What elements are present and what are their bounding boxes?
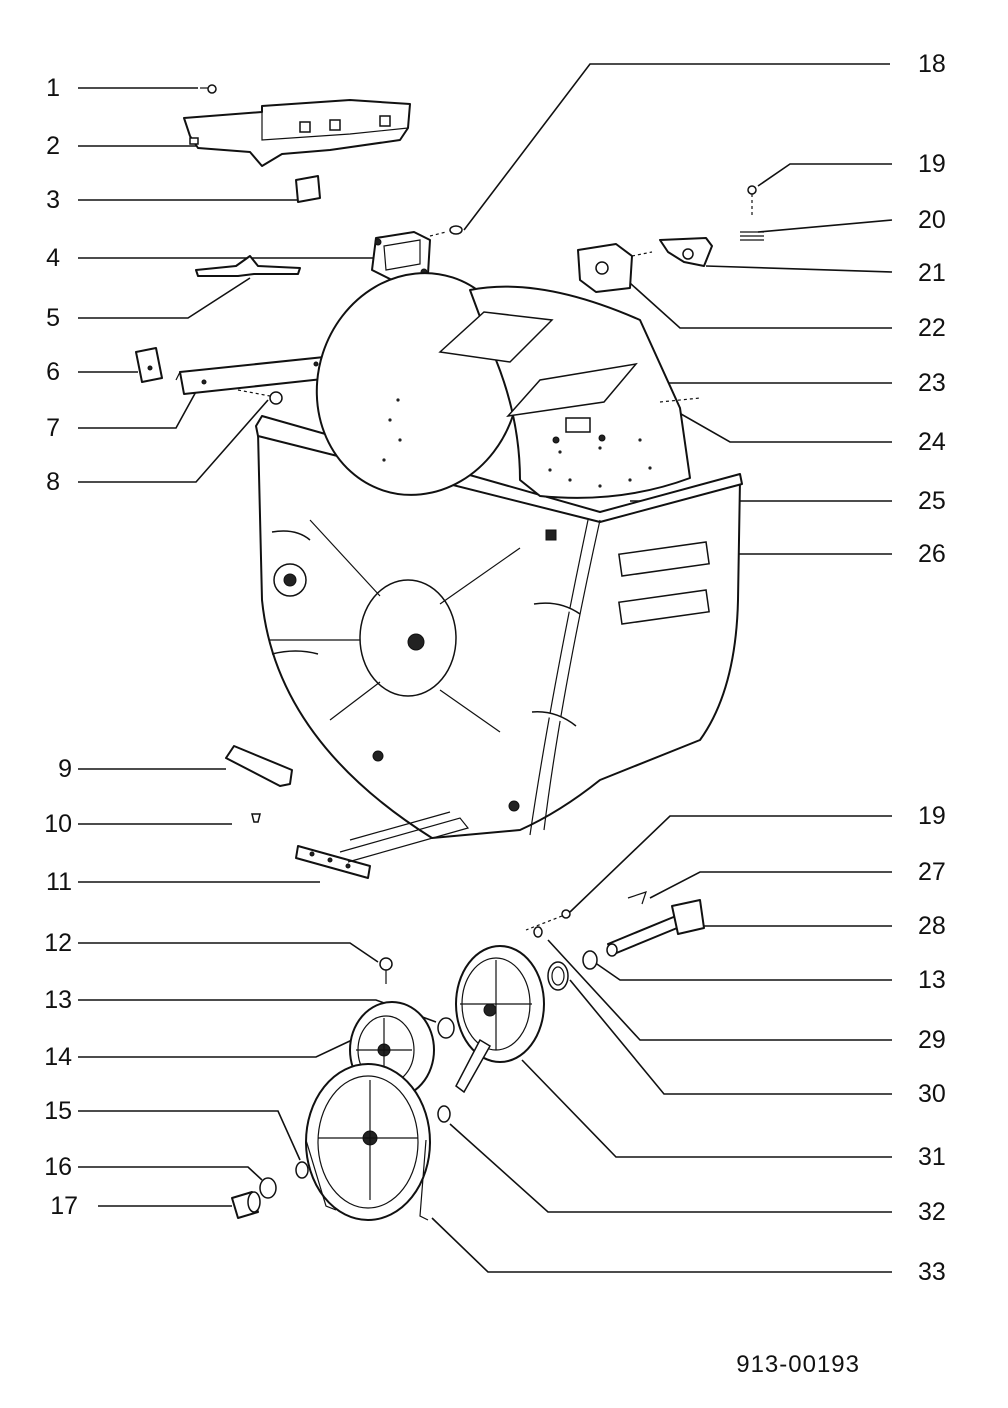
callout-13-left: 13 — [44, 986, 72, 1014]
part-18-nut — [449, 225, 463, 235]
part-12-screw — [379, 957, 393, 984]
callout-31: 31 — [918, 1143, 946, 1171]
callout-25: 25 — [918, 487, 946, 515]
part-21-hinge-clip — [659, 237, 713, 267]
part-32-washer — [437, 1105, 451, 1123]
part-33-drive-belt-pulley — [305, 1063, 431, 1221]
part-19-screw-bottom — [525, 909, 571, 931]
callout-5: 5 — [46, 304, 60, 332]
callout-32: 32 — [918, 1198, 946, 1226]
callout-15: 15 — [44, 1097, 72, 1125]
part-28-axle-shaft — [606, 899, 705, 957]
part-13-washer-left — [437, 1017, 455, 1039]
callout-29: 29 — [918, 1026, 946, 1054]
part-9-bracket — [225, 745, 293, 787]
part-4-clamp-block — [371, 231, 447, 281]
callout-13-right: 13 — [918, 966, 946, 994]
part-25-inner-drum — [315, 272, 701, 499]
callout-26: 26 — [918, 540, 946, 568]
callout-14: 14 — [44, 1043, 72, 1071]
part-22-lock-plate — [577, 243, 653, 293]
callout-30: 30 — [918, 1080, 946, 1108]
part-7-rail — [175, 355, 335, 395]
callout-23: 23 — [918, 369, 946, 397]
callout-6: 6 — [46, 358, 60, 386]
part-30-seal — [547, 961, 569, 991]
part-15-washer — [295, 1161, 309, 1179]
drawing-reference-number: 913-00193 — [736, 1351, 860, 1378]
part-5-spring-clip — [195, 255, 301, 277]
part-26-outer-tub — [255, 415, 743, 839]
callout-21: 21 — [918, 259, 946, 287]
part-2-control-bracket — [183, 99, 411, 167]
callout-2: 2 — [46, 132, 60, 160]
callout-11: 11 — [46, 868, 72, 896]
callout-labels: 1 2 3 4 5 6 7 8 9 10 11 12 13 14 15 16 1… — [44, 50, 946, 1378]
part-3-plate — [295, 175, 321, 203]
part-10-screw — [251, 813, 261, 823]
part-1-screw — [200, 84, 217, 94]
part-31-drum-spider — [455, 945, 545, 1094]
callout-22: 22 — [918, 314, 946, 342]
callout-7: 7 — [46, 414, 60, 442]
part-6-bracket — [135, 347, 163, 383]
callout-3: 3 — [46, 186, 60, 214]
callout-33: 33 — [918, 1258, 946, 1286]
callout-19-top: 19 — [918, 150, 946, 178]
part-11-heater-element — [295, 811, 470, 879]
callout-28: 28 — [918, 912, 946, 940]
callout-18: 18 — [918, 50, 946, 78]
part-19-screw-top — [747, 185, 757, 218]
part-8-bolt — [237, 389, 283, 405]
part-20-spring — [740, 231, 764, 241]
callout-10: 10 — [44, 810, 72, 838]
callout-17: 17 — [50, 1192, 78, 1220]
callout-12: 12 — [44, 929, 72, 957]
callout-4: 4 — [46, 244, 60, 272]
part-16-washer — [259, 1177, 277, 1199]
callout-20: 20 — [918, 206, 946, 234]
callout-16: 16 — [44, 1153, 72, 1181]
part-27-clip — [627, 891, 647, 905]
callout-8: 8 — [46, 468, 60, 496]
part-17-bushing — [231, 1191, 261, 1219]
callout-27: 27 — [918, 858, 946, 886]
callout-9: 9 — [58, 755, 72, 783]
callout-1: 1 — [46, 74, 60, 102]
callout-24: 24 — [918, 428, 946, 456]
part-13-washer-right — [582, 950, 598, 970]
part-29-washer — [533, 926, 543, 938]
callout-19-bottom: 19 — [918, 802, 946, 830]
